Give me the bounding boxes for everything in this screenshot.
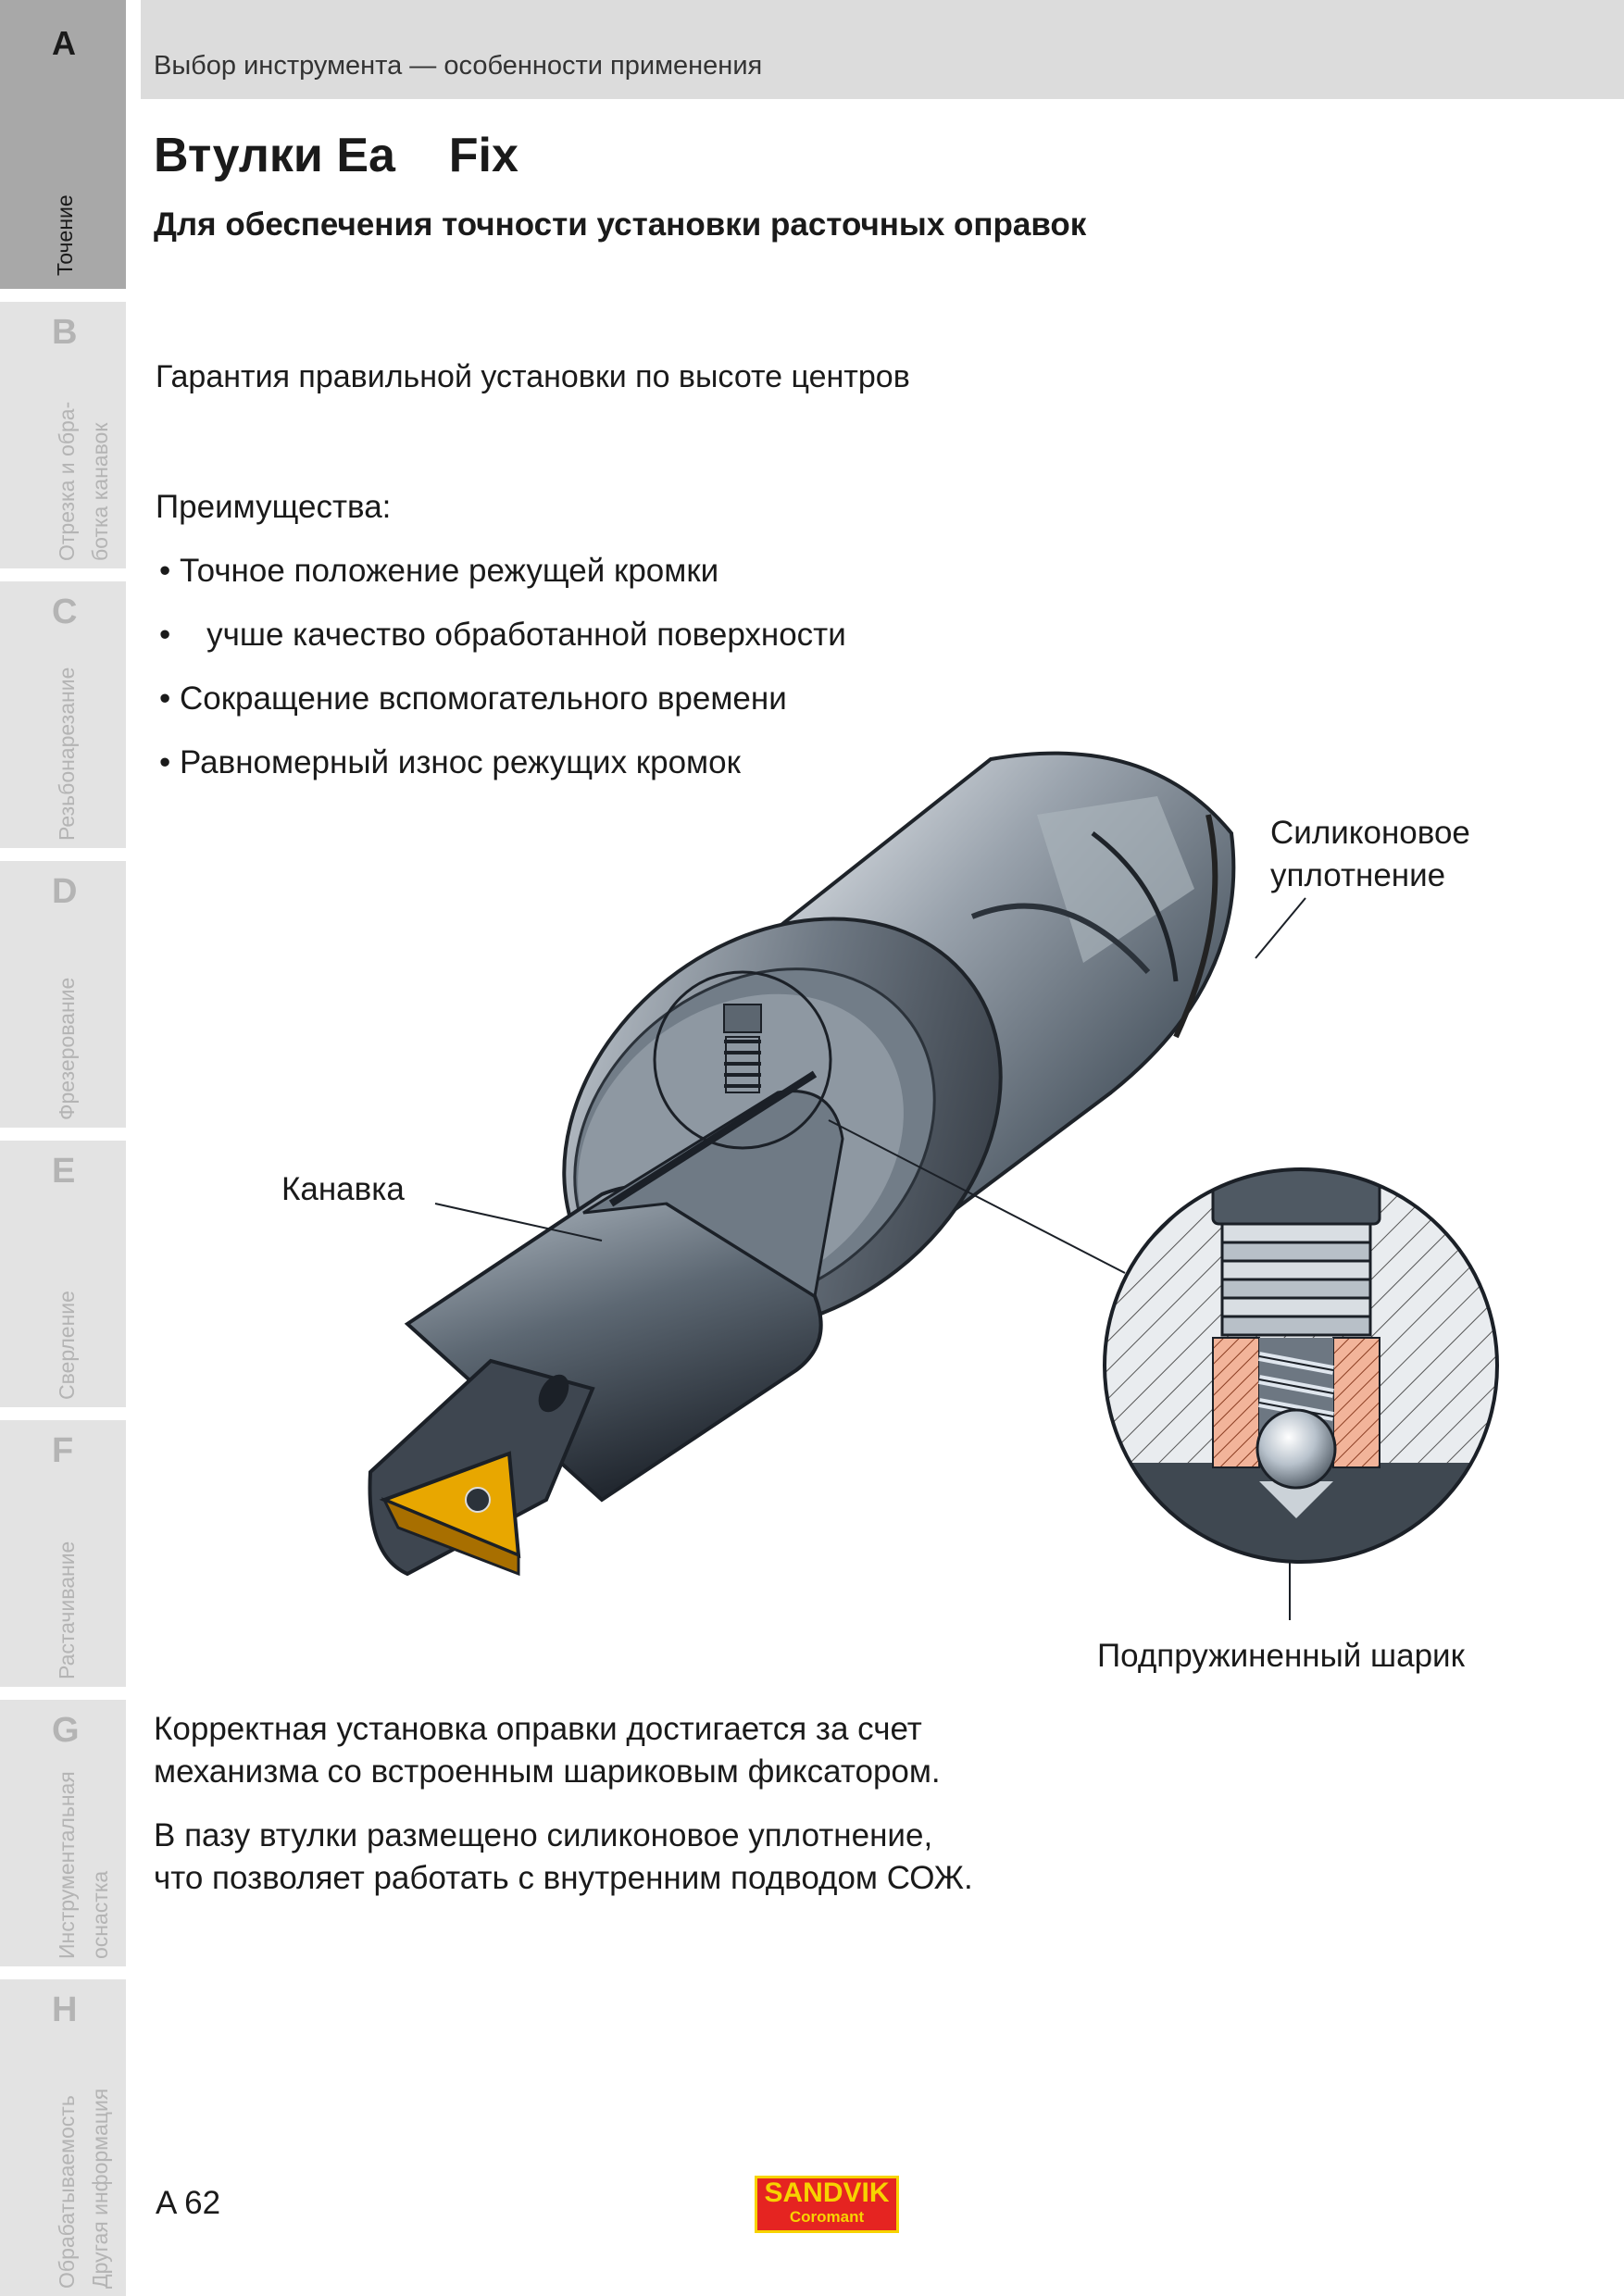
tab-label: Отрезка и обра- [55,401,79,561]
breadcrumb: Выбор инструмента — особенности применен… [154,51,763,81]
advantage-item: • Сокращение вспомогательного времени [159,680,787,717]
callout-groove: Канавка [281,1171,405,1207]
tab-tool-holding[interactable]: G Инструментальная оснастка [0,1700,126,1966]
tab-label: Инструментальная [55,1771,79,1959]
spring-screw-small [723,1004,762,1093]
paragraph-line: механизма со встроенным шариковым фиксат… [154,1753,941,1790]
page-subtitle: Для обеспечения точности установки расто… [154,206,1087,243]
callout-line: уплотнение [1270,857,1446,893]
leader-seal [1255,897,1306,959]
tab-label-2: оснастка [88,1870,112,1959]
tab-letter: F [52,1431,74,1470]
tab-letter: D [52,872,78,911]
paragraph-line: Корректная установка оправки достигается… [154,1711,922,1747]
tab-label: Обрабатываемость [55,2095,79,2289]
tab-letter: C [52,593,78,631]
tab-label-2: ботка канавок [88,422,112,561]
detail-ring-small [653,970,832,1150]
tab-letter: E [52,1152,76,1191]
logo-sub-text: Coromant [789,2208,865,2226]
tab-threading[interactable]: C Резьбонарезание [0,581,126,848]
tab-label: Точение [53,194,77,276]
tab-letter: B [52,313,78,352]
paragraph-line: что позволяет работать с внутренним подв… [154,1860,973,1896]
section-heading: Гарантия правильной установки по высоте … [156,359,910,394]
paragraph-line: В пазу втулки размещено силиконовое упло… [154,1817,933,1853]
tab-label: Сверление [55,1291,79,1400]
tab-machinability[interactable]: H Обрабатываемость Другая информация [0,1979,126,2296]
tab-parting-grooving[interactable]: B Отрезка и обра- ботка канавок [0,302,126,568]
tab-label: Фрезерование [55,977,79,1120]
logo-main-text: SANDVIK [764,2177,890,2208]
advantage-item: • учше качество обработанной поверхности [159,617,846,653]
tab-label: Резьбонарезание [55,667,79,841]
tab-label: Растачивание [55,1541,79,1679]
callout-line: Силиконовое [1270,815,1470,851]
sandvik-coromant-logo: SANDVIK Coromant [755,2176,899,2233]
tab-milling[interactable]: D Фрезерование [0,861,126,1128]
detail-circle-border [1103,1167,1499,1564]
leader-groove [434,1203,603,1242]
tab-boring[interactable]: F Растачивание [0,1420,126,1687]
tab-drilling[interactable]: E Сверление [0,1141,126,1407]
tab-letter: G [52,1711,80,1750]
boring-bar-sleeve-illustration [368,751,1499,1620]
paragraph-mechanism: Корректная установка оправки достигается… [154,1708,941,1793]
section-tabs: A Точение B Отрезка и обра- ботка канаво… [0,0,126,2296]
page-title: Втулки Ea Fix [154,129,518,182]
tab-label-2: Другая информация [88,2088,112,2289]
carbide-insert [379,1451,521,1577]
advantages-label: Преимущества: [156,489,392,525]
callout-silicone-seal: Силиконовое уплотнение [1270,812,1470,897]
page-number: A 62 [156,2185,221,2221]
tab-letter: A [52,24,76,62]
paragraph-seal: В пазу втулки размещено силиконовое упло… [154,1815,973,1900]
advantage-item: • Точное положение режущей кромки [159,553,719,589]
tab-letter: H [52,1990,78,2029]
tab-turning[interactable]: A Точение [0,0,126,289]
leader-detail [828,1119,1126,1274]
advantage-item: • Равномерный износ режущих кромок [159,744,741,780]
header-band [141,0,1624,99]
callout-spring-ball: Подпружиненный шарик [1097,1638,1465,1674]
